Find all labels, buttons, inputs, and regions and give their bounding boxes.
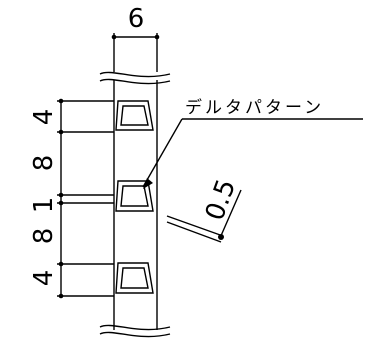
- delta-pattern-3: [115, 262, 154, 294]
- thickness-extension-2: [166, 221, 222, 243]
- dimension-dot-4: [58, 200, 64, 206]
- thickness-leader: [219, 189, 242, 239]
- delta-pattern-1: [115, 100, 154, 131]
- dimension-dot-2: [58, 129, 64, 135]
- leader-line: [142, 118, 183, 188]
- delta-outer-1: [115, 100, 154, 131]
- pattern-leader: デルタパターン: [142, 97, 363, 189]
- thickness-label: 0.5: [200, 175, 242, 224]
- pattern-label: デルタパターン: [185, 97, 324, 118]
- top-break-line: [99, 71, 171, 78]
- delta-inner-1: [120, 105, 149, 126]
- delta-outer-2: [115, 180, 154, 212]
- width-dimension-label: 6: [128, 4, 145, 34]
- leader-arrowhead: [143, 178, 153, 189]
- vertical-dimension-chain: 4 8 1 8 4: [29, 98, 114, 299]
- vertical-dimension-label-1: 4: [29, 109, 59, 126]
- top-break-line-2: [99, 78, 171, 85]
- thickness-dot: [218, 234, 224, 240]
- width-dimension: 6: [111, 4, 160, 72]
- vertical-dimension-label-4: 8: [29, 228, 59, 245]
- delta-outer-3: [115, 262, 154, 294]
- vertical-dimension-label-2: 8: [29, 155, 59, 172]
- dimension-dot-5: [58, 261, 64, 267]
- bottom-break-line: [99, 324, 171, 331]
- dimension-dot-3: [58, 192, 64, 198]
- vertical-dimension-label-5: 4: [29, 270, 59, 287]
- delta-pattern-2: [115, 180, 154, 212]
- thickness-dimension: 0.5: [166, 175, 242, 243]
- delta-inner-3: [120, 267, 149, 289]
- delta-inner-2: [120, 185, 149, 207]
- thickness-extension-1: [166, 215, 224, 237]
- strip-body: [99, 71, 171, 338]
- vertical-dimension-label-3: 1: [29, 197, 59, 214]
- dimension-dot-6: [58, 293, 64, 299]
- dimension-dot-1: [58, 98, 64, 104]
- bottom-break-line-2: [99, 331, 171, 338]
